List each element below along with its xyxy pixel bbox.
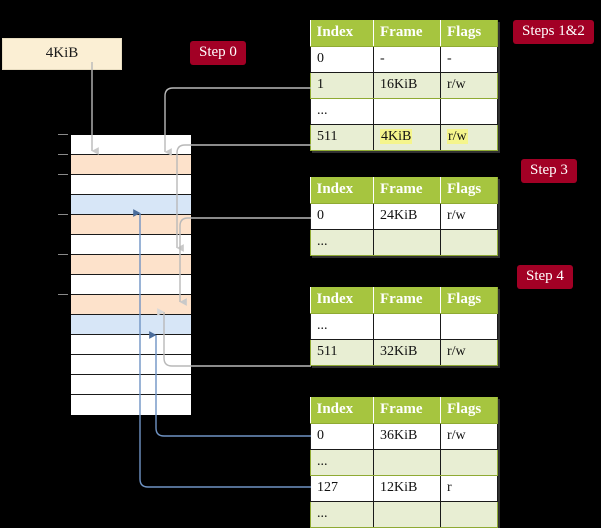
memory-frame-row bbox=[71, 175, 191, 195]
cell-flags: r/w bbox=[440, 203, 498, 230]
virtual-page-label: 4KiB bbox=[45, 45, 79, 61]
cell-flags bbox=[440, 501, 498, 528]
cell-flags: r/w bbox=[440, 423, 498, 450]
column-header-index: Index bbox=[310, 287, 374, 314]
memory-row-tick bbox=[58, 134, 68, 135]
wire-step3 bbox=[179, 217, 311, 306]
column-header-flags: Flags bbox=[440, 287, 498, 314]
memory-frame-row bbox=[71, 235, 191, 255]
cell-frame: 12KiB bbox=[373, 475, 441, 502]
column-header-flags: Flags bbox=[440, 397, 498, 424]
column-header-index: Index bbox=[310, 20, 374, 47]
cell-index: 0 bbox=[310, 203, 374, 230]
column-header-frame: Frame bbox=[373, 177, 441, 204]
memory-frame-row bbox=[71, 135, 191, 155]
physical-memory-column bbox=[70, 134, 191, 416]
cell-frame: 16KiB bbox=[373, 72, 441, 99]
cell-frame: 32KiB bbox=[373, 339, 441, 366]
badge-step-3: Step 3 bbox=[521, 159, 577, 183]
memory-row-tick bbox=[58, 214, 68, 215]
cell-index: ... bbox=[310, 313, 374, 340]
cell-frame: 36KiB bbox=[373, 423, 441, 450]
cell-index: 0 bbox=[310, 423, 374, 450]
cell-flags: r/w bbox=[440, 124, 498, 151]
cell-flags bbox=[440, 229, 498, 256]
cell-index: 1 bbox=[310, 72, 374, 99]
cell-flags: r bbox=[440, 475, 498, 502]
column-header-frame: Frame bbox=[373, 287, 441, 314]
column-header-flags: Flags bbox=[440, 20, 498, 47]
cell-frame bbox=[373, 229, 441, 256]
cell-flags: r/w bbox=[440, 339, 498, 366]
memory-frame-row bbox=[71, 315, 191, 335]
cell-frame bbox=[373, 449, 441, 476]
column-header-frame: Frame bbox=[373, 20, 441, 47]
cell-index: ... bbox=[310, 98, 374, 125]
wire-step-511 bbox=[176, 144, 311, 252]
cell-index: 511 bbox=[310, 124, 374, 151]
cell-frame: 24KiB bbox=[373, 203, 441, 230]
table-row: 0-- bbox=[310, 46, 498, 73]
cell-index: ... bbox=[310, 501, 374, 528]
memory-frame-row bbox=[71, 395, 191, 415]
badge-steps-1-2: Steps 1&2 bbox=[513, 20, 594, 44]
cell-index: ... bbox=[310, 229, 374, 256]
column-header-frame: Frame bbox=[373, 397, 441, 424]
memory-frame-row bbox=[71, 295, 191, 315]
cell-frame bbox=[373, 313, 441, 340]
cell-flags bbox=[440, 449, 498, 476]
cell-frame bbox=[373, 98, 441, 125]
memory-frame-row bbox=[71, 375, 191, 395]
cell-index: 0 bbox=[310, 46, 374, 73]
cell-index: ... bbox=[310, 449, 374, 476]
memory-frame-row bbox=[71, 215, 191, 235]
memory-frame-row bbox=[71, 255, 191, 275]
table-row: ... bbox=[310, 449, 498, 476]
table-row: ... bbox=[310, 98, 498, 125]
memory-frame-row bbox=[71, 275, 191, 295]
badge-step-4: Step 4 bbox=[517, 265, 573, 289]
column-header-index: Index bbox=[310, 177, 374, 204]
cell-flags bbox=[440, 98, 498, 125]
cell-index: 127 bbox=[310, 475, 374, 502]
table-row: ... bbox=[310, 501, 498, 528]
column-header-flags: Flags bbox=[440, 177, 498, 204]
memory-row-tick bbox=[58, 174, 68, 175]
memory-row-tick bbox=[58, 154, 68, 155]
memory-frame-row bbox=[71, 195, 191, 215]
badge-step-0: Step 0 bbox=[190, 41, 246, 65]
cell-flags: r/w bbox=[440, 72, 498, 99]
column-header-index: Index bbox=[310, 397, 374, 424]
table-row: ... bbox=[310, 313, 498, 340]
memory-row-tick bbox=[58, 254, 68, 255]
memory-frame-row bbox=[71, 155, 191, 175]
cell-frame: 4KiB bbox=[373, 124, 441, 151]
cell-index: 511 bbox=[310, 339, 374, 366]
table-row: ... bbox=[310, 229, 498, 256]
memory-frame-row bbox=[71, 335, 191, 355]
cell-frame bbox=[373, 501, 441, 528]
memory-frame-row bbox=[71, 355, 191, 375]
virtual-page-box: 4KiB bbox=[2, 38, 122, 70]
cell-flags: - bbox=[440, 46, 498, 73]
cell-flags bbox=[440, 313, 498, 340]
memory-row-tick bbox=[58, 294, 68, 295]
cell-frame: - bbox=[373, 46, 441, 73]
